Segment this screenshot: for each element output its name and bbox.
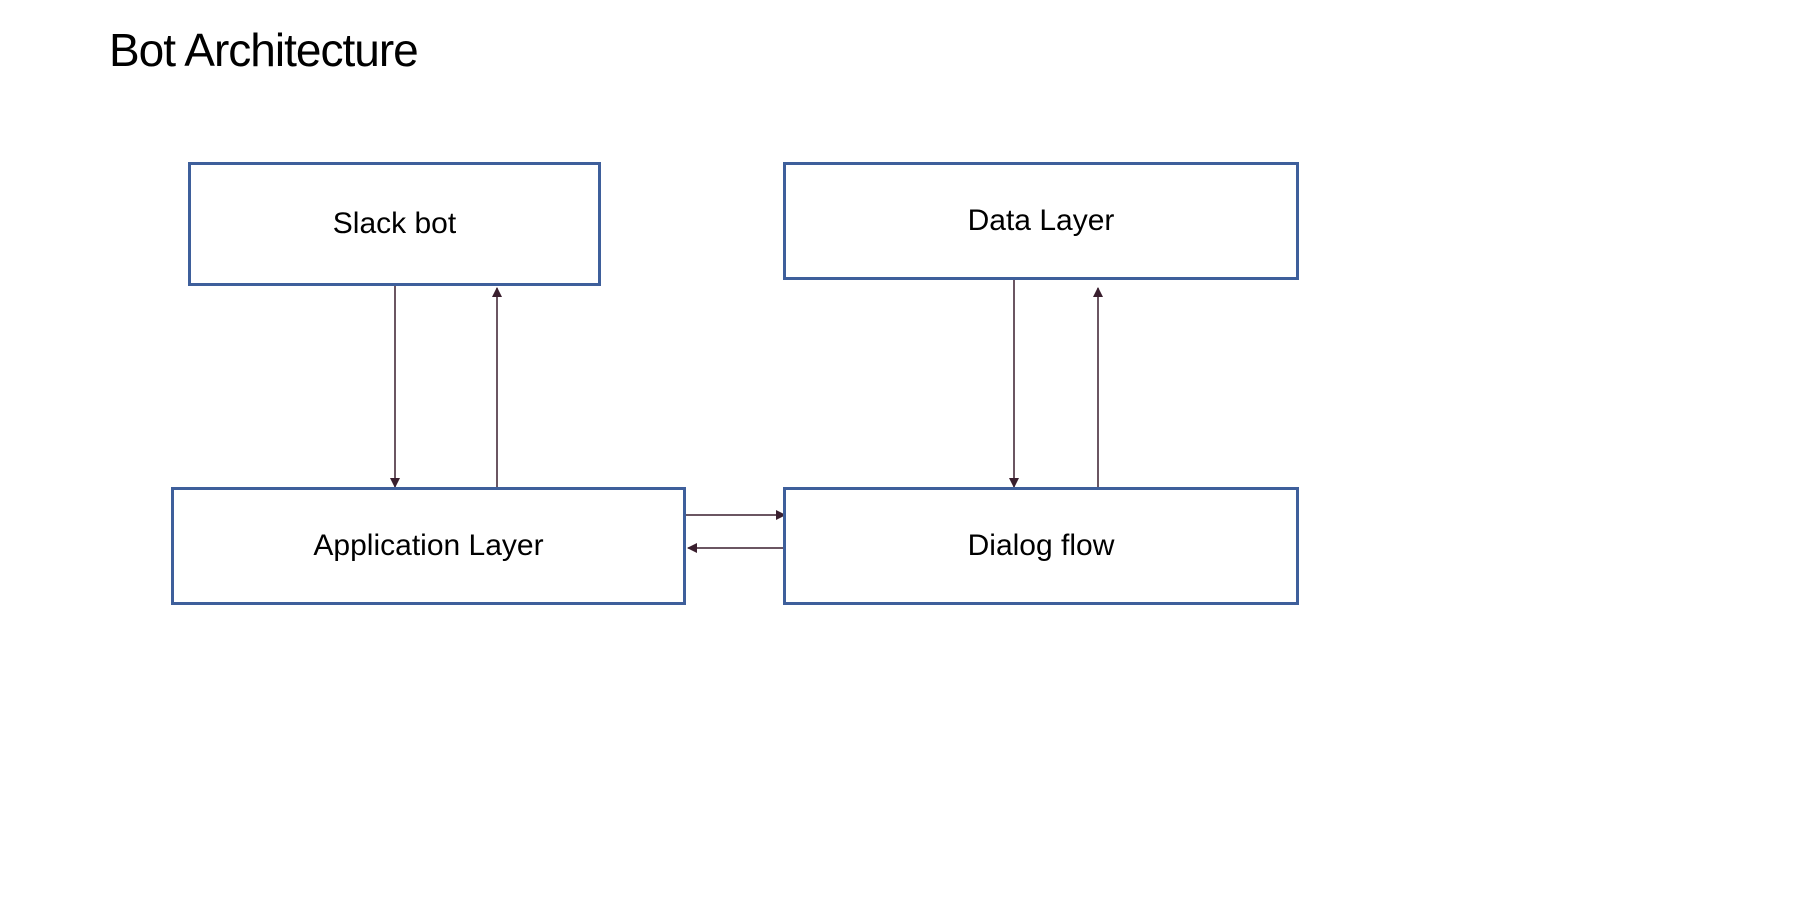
slack-bot-label: Slack bot: [332, 207, 457, 240]
data-layer-node: Data Layer: [783, 162, 1299, 280]
dialog-flow-label: Dialog flow: [967, 529, 1115, 562]
application-layer-label: Application Layer: [313, 529, 544, 562]
dialog-flow-node: Dialog flow: [783, 487, 1299, 605]
application-layer-node: Application Layer: [171, 487, 686, 605]
data-layer-label: Data Layer: [967, 204, 1115, 237]
slack-bot-node: Slack bot: [188, 162, 601, 286]
page-title: Bot Architecture: [109, 24, 419, 76]
